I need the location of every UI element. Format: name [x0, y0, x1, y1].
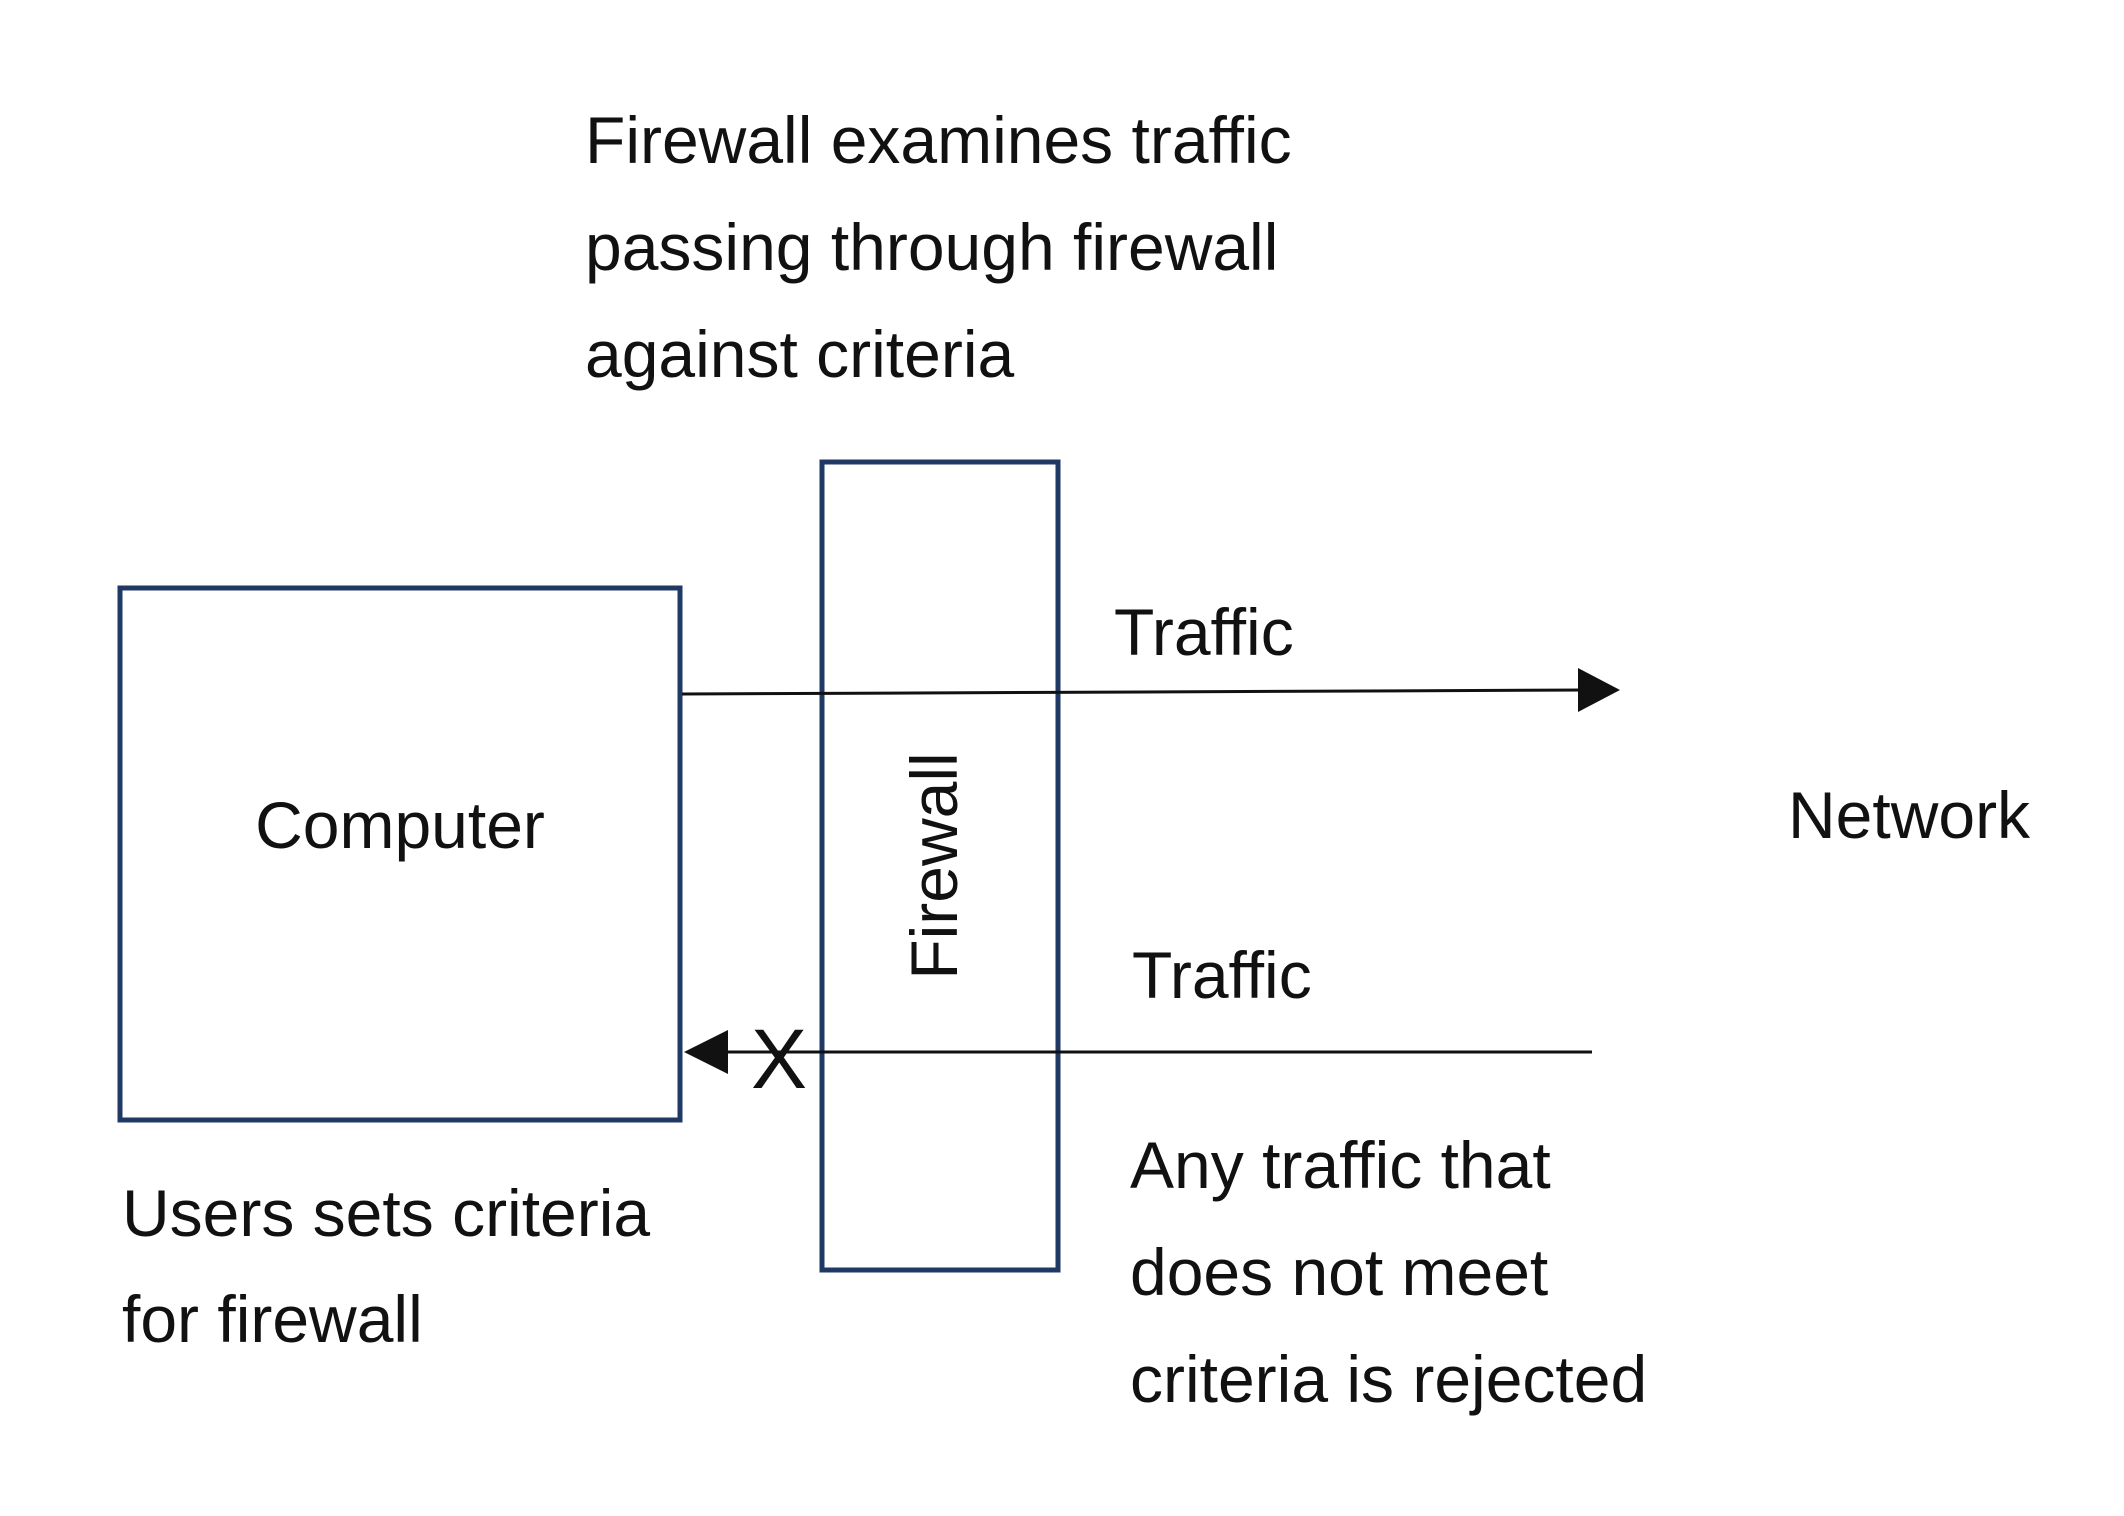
outgoing-traffic-line	[681, 688, 1587, 696]
firewall-label: Firewall	[897, 752, 971, 979]
outgoing-arrowhead-icon	[1578, 668, 1620, 712]
user-criteria-line-1: Users sets criteria	[122, 1176, 650, 1250]
firewall-description-line-1: Firewall examines traffic	[585, 103, 1292, 177]
incoming-traffic-label: Traffic	[1132, 938, 1312, 1012]
computer-label: Computer	[255, 788, 545, 862]
rejected-note-line-1: Any traffic that	[1130, 1128, 1551, 1202]
user-criteria-line-2: for firewall	[122, 1282, 423, 1356]
network-label: Network	[1788, 778, 2031, 852]
incoming-traffic-arrow: Traffic X	[684, 938, 1592, 1106]
outgoing-traffic-label: Traffic	[1114, 595, 1294, 669]
outgoing-traffic-arrow: Traffic	[681, 595, 1620, 712]
firewall-description: Firewall examines traffic passing throug…	[585, 103, 1292, 391]
rejected-note-line-3: criteria is rejected	[1130, 1342, 1647, 1416]
computer-node: Computer	[117, 585, 683, 1123]
blocked-x-icon: X	[751, 1012, 807, 1106]
firewall-node: Firewall	[819, 459, 1061, 1273]
firewall-box	[819, 459, 1061, 1273]
computer-box	[117, 585, 683, 1123]
incoming-arrowhead-icon	[684, 1030, 728, 1074]
firewall-description-line-2: passing through firewall	[585, 210, 1278, 284]
rejected-traffic-note: Any traffic that does not meet criteria …	[1130, 1128, 1647, 1416]
rejected-note-line-2: does not meet	[1130, 1235, 1548, 1309]
user-criteria-note: Users sets criteria for firewall	[122, 1176, 650, 1356]
firewall-description-line-3: against criteria	[585, 317, 1014, 391]
